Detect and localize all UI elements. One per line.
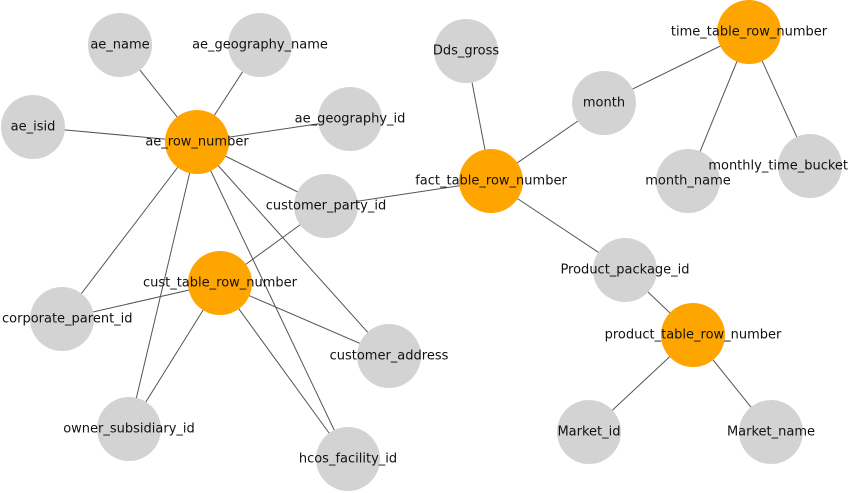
- node-product_table_row_number: [661, 303, 725, 367]
- node-label-customer_address: customer_address: [330, 349, 449, 364]
- node-label-product_table_row_number: product_table_row_number: [605, 328, 782, 343]
- node-label-ae_isid: ae_isid: [11, 120, 56, 135]
- node-ae_isid: [1, 95, 65, 159]
- node-hcos_facility_id: [316, 427, 380, 491]
- node-owner_subsidiary_id: [97, 397, 161, 461]
- node-label-ae_row_number: ae_row_number: [145, 135, 249, 150]
- edge-cust_table_row_number-hcos_facility_id: [219, 282, 349, 460]
- node-Market_id: [557, 400, 621, 464]
- node-month: [572, 71, 636, 135]
- node-ae_name: [88, 13, 152, 77]
- edges-layer: [32, 31, 811, 460]
- node-ae_geography_id: [318, 87, 382, 151]
- node-Dds_gross: [434, 19, 498, 83]
- node-label-ae_geography_id: ae_geography_id: [295, 112, 406, 127]
- node-label-owner_subsidiary_id: owner_subsidiary_id: [63, 422, 195, 437]
- node-fact_table_row_number: [459, 149, 523, 213]
- node-label-Product_package_id: Product_package_id: [560, 263, 689, 278]
- node-label-month: month: [583, 96, 625, 111]
- node-ae_row_number: [165, 110, 229, 174]
- node-label-month_name: month_name: [645, 174, 731, 189]
- labels-layer: ae_row_number ae_name ae_geography_name ae_…: [2, 25, 848, 467]
- node-time_table_row_number: [717, 0, 781, 64]
- node-cust_table_row_number: [188, 251, 252, 315]
- node-label-Market_name: Market_name: [727, 425, 815, 440]
- node-customer_party_id: [294, 174, 358, 238]
- node-Market_name: [739, 400, 803, 464]
- node-label-cust_table_row_number: cust_table_row_number: [143, 276, 298, 291]
- edge-ae_row_number-hcos_facility_id: [196, 141, 349, 460]
- node-label-corporate_parent_id: corporate_parent_id: [2, 312, 133, 327]
- edge-ae_row_number-owner_subsidiary_id: [128, 141, 198, 430]
- node-month_name: [656, 149, 720, 213]
- node-ae_geography_name: [228, 13, 292, 77]
- node-monthly_time_bucket: [778, 134, 842, 198]
- node-label-hcos_facility_id: hcos_facility_id: [299, 452, 397, 467]
- node-Product_package_id: [593, 238, 657, 302]
- edge-ae_row_number-customer_address: [196, 141, 390, 357]
- node-label-fact_table_row_number: fact_table_row_number: [415, 174, 567, 189]
- node-label-Dds_gross: Dds_gross: [433, 44, 500, 59]
- node-label-ae_geography_name: ae_geography_name: [192, 38, 328, 53]
- edge-ae_row_number-corporate_parent_id: [61, 141, 198, 320]
- node-label-monthly_time_bucket: monthly_time_bucket: [708, 159, 848, 174]
- node-label-time_table_row_number: time_table_row_number: [671, 25, 828, 40]
- node-customer_address: [357, 324, 421, 388]
- node-label-ae_name: ae_name: [90, 38, 149, 53]
- node-corporate_parent_id: [30, 287, 94, 351]
- node-label-Market_id: Market_id: [557, 425, 620, 440]
- node-label-customer_party_id: customer_party_id: [266, 199, 386, 214]
